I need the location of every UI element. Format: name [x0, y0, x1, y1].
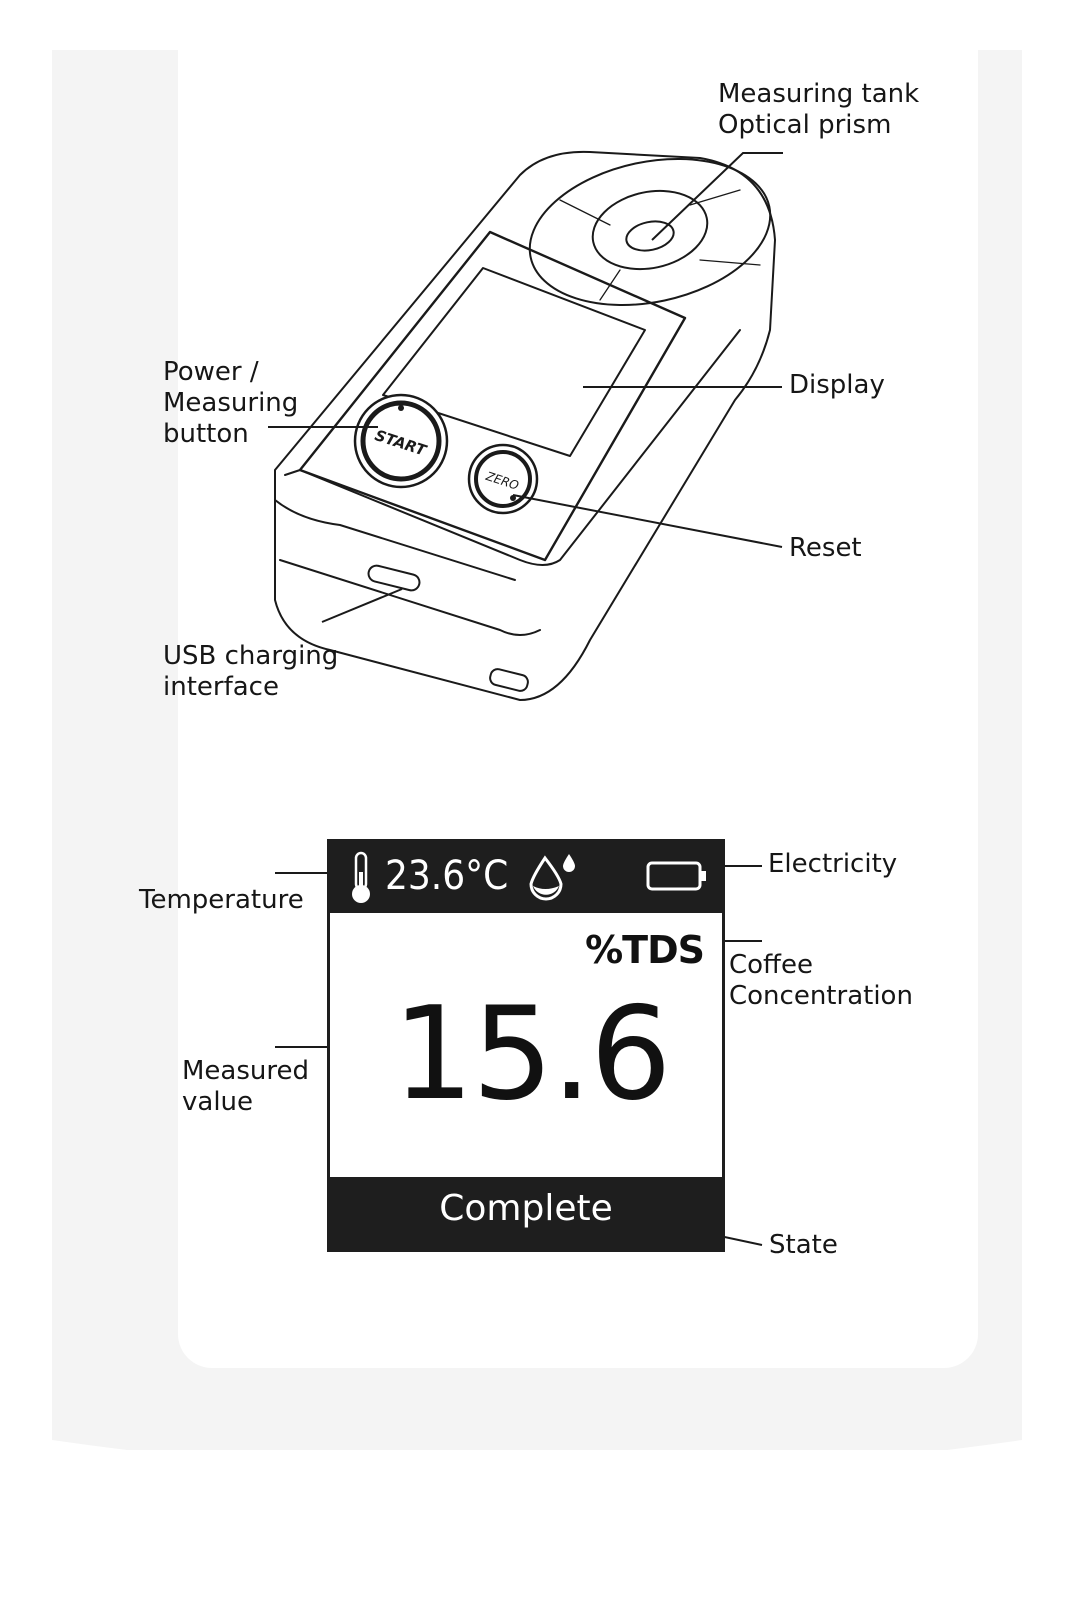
callout-power: Power / Measuring button: [163, 357, 299, 449]
prism-cup: [591, 189, 709, 271]
callout-electricity: Electricity: [768, 849, 898, 879]
callout-state: State: [769, 1230, 838, 1260]
state-text: Complete: [439, 1188, 613, 1229]
device-lower-line: [279, 559, 541, 636]
callout-reset: Reset: [789, 533, 862, 563]
lcd-screen: 23.6°C %TDS 15.6 Complete: [327, 839, 725, 1252]
battery-icon: [646, 861, 706, 891]
callout-measured: Measured value: [182, 1056, 310, 1117]
front-panel: [298, 230, 687, 562]
display-window: [382, 267, 646, 457]
callout-display: Display: [789, 370, 885, 400]
measured-value: 15.6: [392, 980, 672, 1129]
callout-usb: USB charging interface: [163, 641, 339, 702]
concentration-unit: %TDS: [585, 928, 705, 972]
water-drop-icon: [529, 854, 575, 901]
usb-leader: [321, 588, 403, 623]
reset-leader: [512, 494, 783, 548]
optical-prism: [625, 220, 675, 252]
device-body-outline: [274, 150, 776, 701]
usb-port: [367, 564, 421, 592]
refractometer-illustration: START ZERO: [274, 150, 776, 701]
start-button[interactable]: START: [353, 393, 449, 489]
bottom-curve: [52, 1440, 1022, 1600]
temperature-readout: 23.6°C: [385, 853, 509, 899]
prism-leader: [651, 152, 783, 241]
callout-concentration: Coffee Concentration: [729, 950, 913, 1011]
callout-temperature: Temperature: [139, 885, 304, 915]
device-front-edge: [284, 329, 741, 566]
callout-prism: Measuring tank Optical prism: [718, 79, 920, 140]
device-side-line: [274, 499, 516, 581]
prism-dome: [528, 157, 772, 307]
status-bar: 23.6°C: [330, 842, 722, 913]
state-bar: Complete: [330, 1177, 722, 1249]
thermometer-icon: [352, 851, 370, 903]
